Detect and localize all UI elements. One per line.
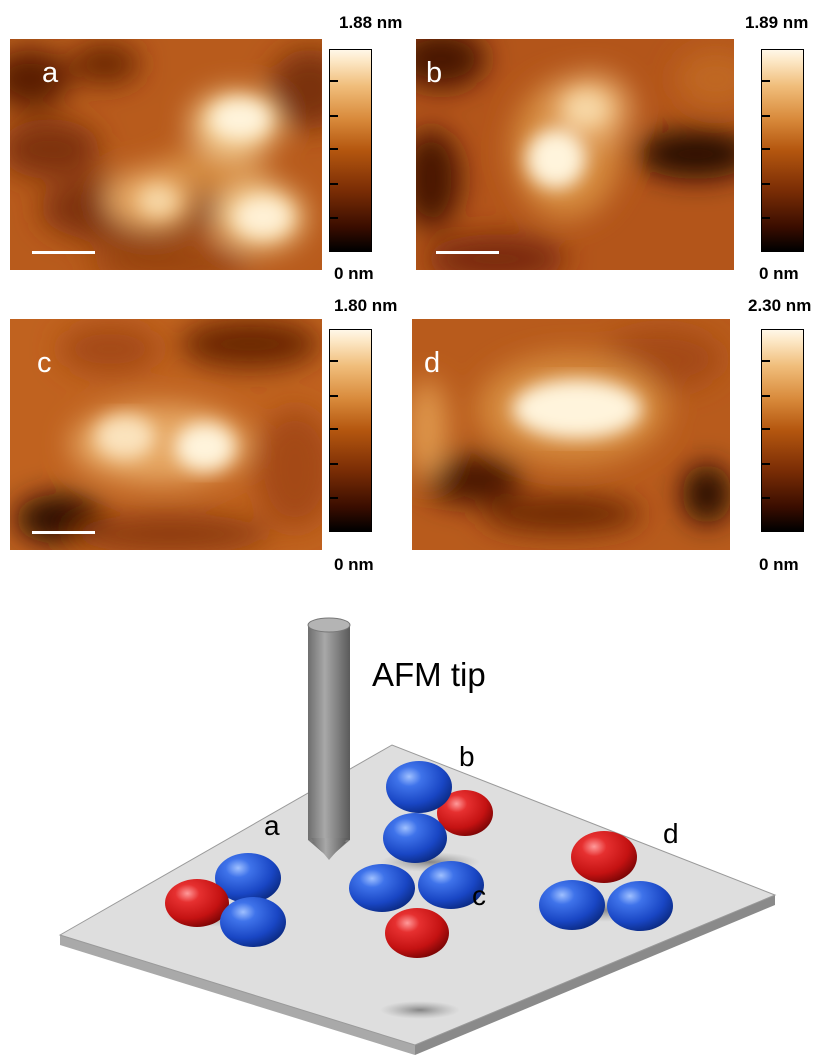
afm-tip-cone bbox=[311, 838, 348, 860]
blue-sphere bbox=[220, 897, 286, 947]
cluster-label-c: c bbox=[472, 880, 486, 911]
cluster-label-a: a bbox=[264, 810, 280, 841]
panel-letter: c bbox=[37, 347, 52, 379]
colorbar-max-label: 1.80 nm bbox=[334, 296, 398, 315]
colorbar-c bbox=[329, 329, 372, 532]
blue-sphere bbox=[539, 880, 605, 930]
panel-letter: a bbox=[42, 57, 59, 89]
cluster-a bbox=[165, 853, 286, 947]
blue-sphere bbox=[386, 761, 452, 813]
red-sphere bbox=[165, 879, 229, 927]
afm-image-b: b bbox=[416, 39, 734, 270]
afm-image-d: d bbox=[412, 319, 730, 550]
scale-bar bbox=[32, 531, 95, 534]
blue-sphere bbox=[418, 861, 484, 909]
substrate bbox=[58, 744, 777, 1055]
colorbar-min-label: 0 nm bbox=[759, 264, 799, 283]
colorbar-max-label: 1.89 nm bbox=[745, 13, 809, 32]
afm-tip bbox=[307, 617, 351, 858]
colorbar-max-label: 1.88 nm bbox=[339, 13, 403, 32]
cluster-label-d: d bbox=[663, 818, 679, 849]
blue-sphere bbox=[607, 881, 673, 931]
colorbar-max-label: 2.30 nm bbox=[748, 296, 812, 315]
cluster-label-b: b bbox=[459, 741, 475, 772]
afm-image-a: a bbox=[10, 39, 322, 270]
red-sphere bbox=[571, 831, 637, 883]
scale-bar bbox=[436, 251, 499, 254]
panel-letter: b bbox=[426, 57, 443, 89]
afm-schematic: AFM tip a b c d bbox=[58, 617, 777, 1055]
colorbar-min-label: 0 nm bbox=[334, 555, 374, 574]
colorbar-min-label: 0 nm bbox=[759, 555, 799, 574]
cluster-d bbox=[539, 831, 673, 931]
afm-image-c: c bbox=[10, 319, 322, 550]
red-sphere bbox=[437, 790, 493, 836]
blue-sphere bbox=[215, 853, 281, 903]
colorbar-a bbox=[329, 49, 372, 252]
blue-sphere bbox=[383, 813, 447, 863]
colorbar-b bbox=[761, 49, 804, 252]
cluster-b bbox=[383, 761, 493, 863]
red-sphere bbox=[385, 908, 449, 958]
cluster-c bbox=[349, 861, 484, 958]
panel-letter: d bbox=[424, 347, 441, 379]
afm-tip-label: AFM tip bbox=[372, 656, 486, 693]
colorbar-min-label: 0 nm bbox=[334, 264, 374, 283]
scale-bar bbox=[32, 251, 95, 254]
colorbar-d bbox=[761, 329, 804, 532]
blue-sphere bbox=[349, 864, 415, 912]
